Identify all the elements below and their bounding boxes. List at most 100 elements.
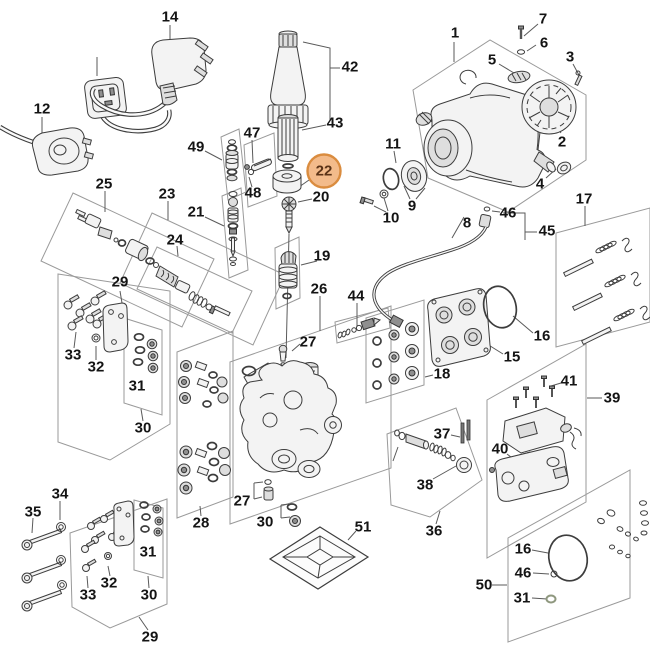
bolts-33-upper (63, 290, 109, 331)
part-label-30-54[interactable]: 30 (141, 587, 158, 604)
part-label-44-23[interactable]: 44 (348, 288, 365, 305)
part-label-51-48[interactable]: 51 (355, 519, 372, 536)
bushings-4 (533, 151, 572, 175)
part-label-43-11[interactable]: 43 (327, 115, 344, 132)
part-label-11-9[interactable]: 11 (385, 136, 401, 153)
cap-22-highlighted-part (272, 169, 302, 194)
kit-23-24-parts (145, 257, 231, 317)
part-label-17-29[interactable]: 17 (576, 191, 593, 208)
injector-kit-44 (337, 317, 382, 339)
part-label-37-40[interactable]: 37 (434, 426, 451, 443)
highlight-circle-part-22[interactable] (306, 153, 342, 189)
cover-plate-lower (113, 500, 135, 547)
part-label-24-20[interactable]: 24 (167, 232, 184, 249)
bushing-left (415, 111, 433, 126)
screw-7 (518, 25, 524, 39)
nozzle-kit-19 (278, 251, 298, 300)
part-label-47-13[interactable]: 47 (244, 125, 261, 142)
valve-knob-20 (281, 196, 297, 235)
part-label-45-28[interactable]: 45 (539, 223, 556, 240)
part-label-35-49[interactable]: 35 (25, 504, 42, 521)
part-label-9-24[interactable]: 9 (408, 198, 416, 215)
part-label-5-5[interactable]: 5 (488, 52, 496, 69)
part-label-22-15[interactable]: 22 (316, 163, 333, 180)
part-label-7-2[interactable]: 7 (539, 11, 547, 28)
part-label-29-55[interactable]: 29 (142, 629, 159, 645)
valve-stack-49 (225, 139, 239, 182)
part-label-31-53[interactable]: 31 (140, 544, 157, 561)
box-30-upper (123, 317, 163, 416)
part-label-26-22[interactable]: 26 (311, 281, 328, 298)
part-label-28-46[interactable]: 28 (193, 515, 210, 532)
bearing-seal-group (359, 160, 428, 205)
box-29-upper (57, 273, 171, 461)
part-label-33-34[interactable]: 33 (65, 347, 82, 364)
part-label-6-3[interactable]: 6 (540, 35, 548, 52)
part-label-10-25[interactable]: 10 (383, 210, 400, 227)
cylinder-head-15 (427, 285, 518, 367)
oring-16-top (482, 285, 518, 329)
part-label-15-31[interactable]: 15 (504, 349, 521, 366)
box-19 (274, 236, 301, 310)
part-label-29-33[interactable]: 29 (112, 274, 129, 291)
part-label-18-32[interactable]: 18 (434, 366, 451, 383)
part-label-4-8[interactable]: 4 (536, 176, 545, 193)
unloader-kit-36 (394, 419, 472, 473)
part-label-3-6[interactable]: 3 (566, 49, 574, 66)
part-label-25-18[interactable]: 25 (96, 176, 113, 193)
pins-37 (460, 422, 465, 444)
part-label-2-7[interactable]: 2 (558, 134, 566, 151)
part-label-12-1[interactable]: 12 (34, 101, 51, 118)
part-label-49-12[interactable]: 49 (188, 139, 205, 156)
suction-filter-43 (277, 114, 299, 169)
part-label-34-50[interactable]: 34 (52, 486, 69, 503)
pin-3 (574, 70, 583, 87)
kit-boxes (40, 39, 650, 643)
part-label-27-45[interactable]: 27 (234, 493, 251, 510)
elbow-fitting (478, 213, 492, 229)
switch-assembly-39 (489, 375, 582, 502)
part-label-31-36[interactable]: 31 (129, 378, 146, 395)
hose-8 (372, 206, 492, 329)
box-21 (221, 187, 249, 279)
part-label-23-19[interactable]: 23 (159, 186, 176, 203)
valve-27-top (278, 344, 288, 366)
part-label-46-27[interactable]: 46 (500, 205, 517, 222)
part-label-36-43[interactable]: 36 (426, 523, 443, 540)
part-label-33-51[interactable]: 33 (80, 587, 97, 604)
kit-25-parts (75, 208, 149, 262)
part-label-16-56[interactable]: 16 (515, 541, 532, 558)
part-label-30-37[interactable]: 30 (135, 420, 152, 437)
part-label-31-58[interactable]: 31 (514, 590, 531, 607)
part-label-42-10[interactable]: 42 (342, 59, 359, 76)
part-label-27-44[interactable]: 27 (300, 334, 317, 351)
part-label-40-41[interactable]: 40 (492, 441, 509, 458)
power-plug-middle (84, 77, 172, 134)
oring-46-kit (550, 570, 558, 578)
part-label-38-42[interactable]: 38 (417, 477, 434, 494)
part-label-14-0[interactable]: 14 (162, 9, 179, 26)
box-44 (334, 307, 391, 344)
orings-31-lower (139, 501, 164, 537)
part-label-1-4[interactable]: 1 (451, 25, 459, 42)
part-label-48-14[interactable]: 48 (245, 185, 262, 202)
part-label-21-17[interactable]: 21 (188, 204, 205, 221)
part-label-20-16[interactable]: 20 (313, 189, 330, 206)
part-label-19-21[interactable]: 19 (314, 248, 331, 265)
part-label-39-39[interactable]: 39 (604, 390, 621, 407)
part-label-16-30[interactable]: 16 (534, 328, 551, 345)
part-label-46-57[interactable]: 46 (515, 565, 532, 582)
part-label-30-47[interactable]: 30 (257, 514, 274, 531)
part-label-32-52[interactable]: 32 (101, 575, 118, 592)
oring-16-kit (547, 534, 589, 582)
part-label-50-59[interactable]: 50 (476, 577, 493, 594)
gasket-plate-51 (268, 526, 370, 590)
cable-gland (560, 423, 572, 433)
leader-lines (31, 23, 602, 631)
part-label-32-35[interactable]: 32 (88, 359, 105, 376)
washer-32-lower (104, 552, 112, 560)
part-label-41-38[interactable]: 41 (561, 373, 578, 390)
pump-body (239, 344, 342, 527)
box-18 (365, 299, 425, 404)
part-label-8-26[interactable]: 8 (463, 215, 471, 232)
